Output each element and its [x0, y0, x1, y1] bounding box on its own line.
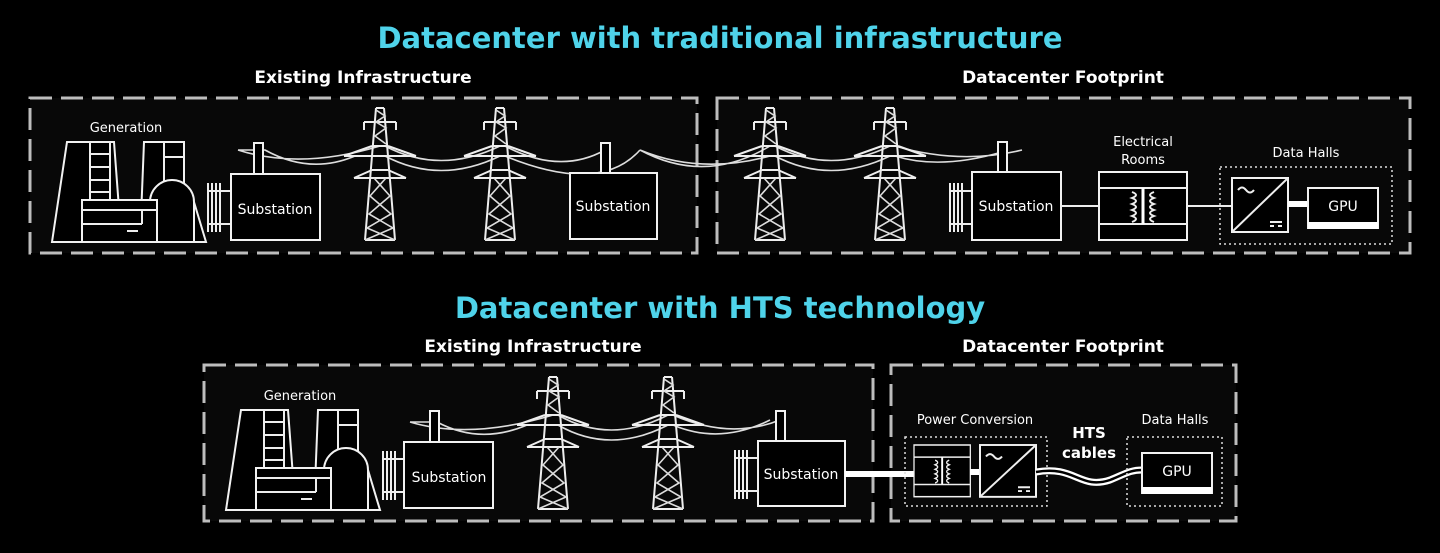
- gpu-label: GPU: [1328, 199, 1358, 215]
- gpu-label: GPU: [1162, 464, 1192, 480]
- ac-link-bottom: [970, 469, 981, 475]
- traditional-footprint-label: Datacenter Footprint: [962, 68, 1164, 88]
- substation-label: Substation: [238, 202, 313, 218]
- data-halls-box-top: [1219, 166, 1393, 245]
- traditional-existing-label: Existing Infrastructure: [254, 68, 471, 88]
- feed-line-bottom: [845, 471, 914, 477]
- electrical-rooms-label-1: Electrical: [1113, 135, 1173, 150]
- electrical-rooms-label-2: Rooms: [1121, 153, 1165, 168]
- power-lines-bottom: [409, 414, 781, 441]
- hts-cables-label-2: cables: [1062, 444, 1116, 462]
- substation-1-bottom: Substation: [382, 410, 494, 509]
- substation-label: Substation: [412, 470, 487, 486]
- gpu-top: GPU: [1307, 187, 1379, 229]
- traditional-footprint-box: [715, 96, 1412, 255]
- hts-existing-label: Existing Infrastructure: [424, 337, 641, 357]
- substation-label: Substation: [576, 199, 651, 215]
- substation-3-top: Substation: [949, 141, 1062, 241]
- data-halls-label-top: Data Halls: [1273, 146, 1340, 161]
- data-halls-label-bottom: Data Halls: [1142, 413, 1209, 428]
- substation-2-top: Substation: [569, 142, 658, 240]
- dc-link-top: [1288, 201, 1308, 207]
- hts-cables-label-1: HTS: [1072, 424, 1106, 442]
- hts-cable: [1035, 466, 1143, 486]
- converter-icon: [1231, 177, 1289, 233]
- substation-label: Substation: [979, 199, 1054, 215]
- generation-label-bottom: Generation: [264, 389, 337, 404]
- hts-footprint-label: Datacenter Footprint: [962, 337, 1164, 357]
- transformer-icon: [1097, 170, 1189, 242]
- traditional-title: Datacenter with traditional infrastructu…: [377, 21, 1062, 55]
- transformer-icon: [912, 443, 972, 498]
- substation-label: Substation: [764, 467, 839, 483]
- data-halls-box-bottom: [1126, 436, 1223, 507]
- power-conversion-label: Power Conversion: [917, 413, 1033, 428]
- converter-icon: [979, 444, 1037, 498]
- substation-1-top: Substation: [207, 142, 321, 241]
- hts-title: Datacenter with HTS technology: [455, 291, 985, 325]
- gpu-bottom: GPU: [1141, 452, 1213, 494]
- hts-footprint-box: [889, 363, 1238, 523]
- generation-label-top: Generation: [90, 121, 163, 136]
